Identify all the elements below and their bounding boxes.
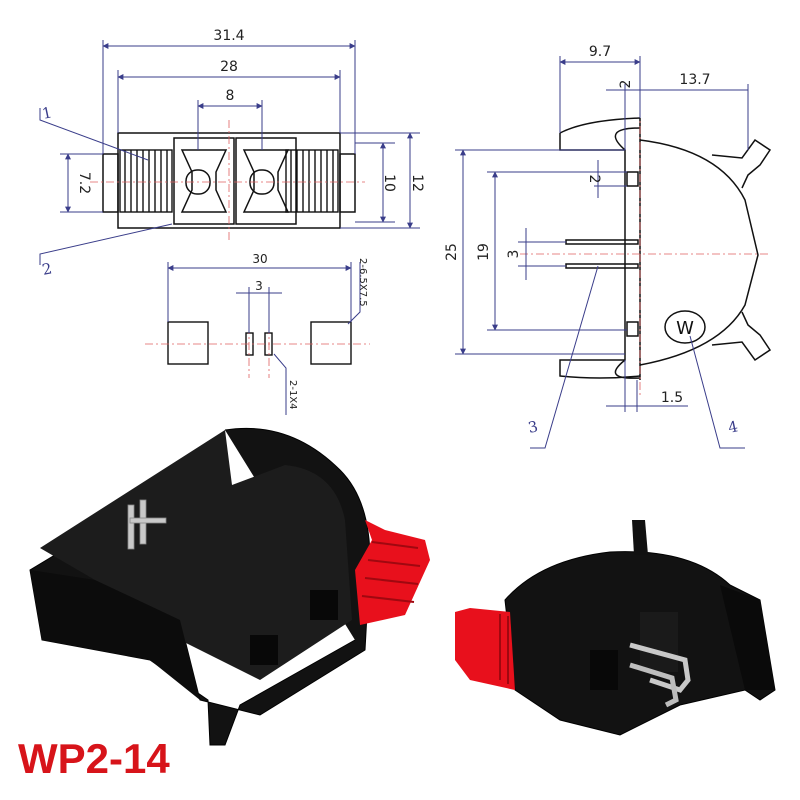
left-pad bbox=[167, 321, 209, 365]
front-view bbox=[90, 120, 365, 240]
side-dimensions bbox=[455, 56, 749, 449]
dim-pad-span: 30 bbox=[252, 252, 267, 266]
callout-1-leader bbox=[39, 108, 149, 161]
dim-overall-height: 12 bbox=[409, 174, 425, 192]
dim-pin-pitch: 3 bbox=[255, 279, 263, 293]
callout-4: 4 bbox=[726, 417, 739, 437]
dim-body-height: 10 bbox=[381, 174, 397, 192]
dim-slot: 2 bbox=[586, 175, 602, 184]
front-dimensions bbox=[39, 40, 420, 265]
callout-3: 3 bbox=[526, 417, 539, 437]
side-left-outline bbox=[559, 133, 641, 379]
dim-overall-width: 31.4 bbox=[213, 28, 244, 44]
dim-depth: 9.7 bbox=[589, 44, 611, 60]
left-photo-lever bbox=[355, 520, 430, 625]
center-lines bbox=[90, 120, 365, 240]
footprint-dimensions bbox=[167, 262, 361, 415]
dim-inner: 19 bbox=[476, 243, 492, 261]
right-tab bbox=[339, 153, 356, 213]
pcb-footprint bbox=[145, 310, 370, 378]
dim-body-width: 28 bbox=[220, 59, 238, 75]
dim-tab-height: 7.2 bbox=[76, 172, 92, 194]
right-pad bbox=[310, 321, 352, 365]
bottom-lever bbox=[711, 311, 772, 362]
dim-flange: 1.5 bbox=[661, 390, 683, 406]
left-tab bbox=[102, 153, 119, 213]
callout-3-leader bbox=[530, 265, 599, 449]
side-pin-upper bbox=[565, 239, 639, 245]
left-hole-window bbox=[173, 137, 235, 225]
dim-wall: 2 bbox=[618, 80, 634, 89]
side-dome-outline bbox=[639, 139, 759, 366]
brand-logo-outline bbox=[664, 310, 706, 344]
dim-hole-pitch: 8 bbox=[226, 88, 235, 104]
right-ribs bbox=[285, 149, 339, 213]
right-photo-pins bbox=[629, 642, 691, 708]
connector-photo-right bbox=[455, 520, 776, 736]
upper-slot bbox=[626, 171, 639, 187]
brand-logo: W bbox=[676, 318, 694, 339]
callout-2: 2 bbox=[40, 259, 53, 279]
right-hole-window bbox=[235, 137, 297, 225]
side-view bbox=[520, 110, 772, 395]
side-pin-lower bbox=[565, 263, 639, 269]
connector-photo-left bbox=[29, 427, 430, 746]
lower-slot bbox=[626, 321, 639, 337]
pad-note: 2-6.5X7.5 bbox=[357, 258, 368, 307]
dim-height: 25 bbox=[444, 243, 460, 261]
model-number: WP2-14 bbox=[18, 735, 170, 782]
pin-note: 2-1X4 bbox=[287, 380, 298, 410]
callout-2-leader bbox=[39, 223, 173, 265]
top-lever bbox=[711, 138, 772, 189]
left-photo-pins bbox=[127, 499, 167, 550]
pad-note-leader bbox=[347, 262, 361, 325]
callout-1: 1 bbox=[40, 103, 53, 123]
left-ribs bbox=[119, 149, 173, 213]
callout-4-leader bbox=[689, 335, 745, 449]
pin-note-leader bbox=[273, 353, 287, 415]
dim-side-pin-pitch: 3 bbox=[506, 250, 522, 259]
right-photo-lever bbox=[455, 608, 515, 690]
dim-lever: 13.7 bbox=[679, 72, 710, 88]
